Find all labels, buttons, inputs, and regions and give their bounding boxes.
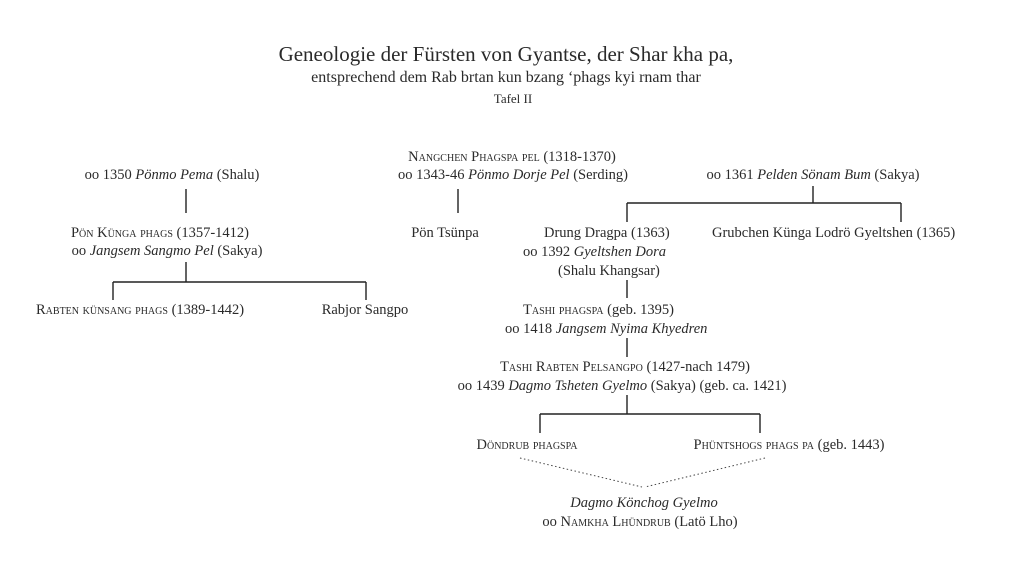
person-name: Rabjor Sangpo: [321, 302, 409, 318]
spouse-origin: (Shalu): [216, 167, 260, 183]
marriage-year: 1361: [724, 167, 754, 183]
marriage-nangchen-1: oo 1350 Pönmo Pema (Shalu): [85, 166, 260, 184]
plate-label: Tafel II: [493, 91, 533, 106]
spouse-name: Pönmo Dorje Pel: [468, 167, 570, 183]
person-name: Phüntshogs phags pa: [693, 437, 815, 453]
person-name: Tashi Rabten Pelsangpo: [500, 359, 643, 375]
spouse-origin: (Sakya): [217, 243, 263, 259]
person-rabjor: Rabjor Sangpo: [322, 301, 409, 319]
spouse-name: Pelden Sönam Bum: [757, 167, 871, 183]
marriage-tashi-phagspa: oo 1418 Jangsem Nyima Khyedren: [505, 320, 707, 338]
person-dates: (1389-1442): [171, 302, 245, 318]
person-dates: (geb. 1443): [817, 437, 885, 453]
marriage-symbol: oo: [505, 321, 520, 337]
spouse-name: Jangsem Sangmo Pel: [89, 243, 214, 259]
marriage-symbol: oo: [84, 167, 100, 183]
marriage-year: 1343-46: [416, 167, 465, 183]
marriage-drung-dragpa: oo 1392 Gyeltshen Dora: [523, 243, 666, 261]
person-name: Nangchen Phagspa pel: [408, 149, 540, 165]
person-phuntshogs: Phüntshogs phags pa (geb. 1443): [694, 436, 885, 454]
spouse-name: Pönmo Pema: [135, 167, 214, 183]
person-name: Tashi phagspa: [523, 302, 604, 318]
spouse-origin-drung-dragpa: (Shalu Khangsar): [558, 263, 660, 279]
spouse-origin: (Latö Lho): [674, 514, 738, 530]
marriage-dagmo: oo Namkha Lhündrub (Latö Lho): [542, 513, 737, 531]
marriage-symbol: oo: [457, 378, 473, 394]
marriage-year: 1392: [541, 244, 571, 260]
person-name: Rabten künsang phags: [36, 302, 168, 318]
spouse-dates: (geb. ca. 1421): [699, 378, 787, 394]
marriage-nangchen-2: oo 1343-46 Pönmo Dorje Pel (Serding): [398, 166, 628, 184]
person-dagmo: Dagmo Könchog Gyelmo: [570, 494, 717, 512]
marriage-tashi-rabten: oo 1439 Dagmo Tsheten Gyelmo (Sakya) (ge…: [458, 377, 787, 395]
marriage-symbol: oo: [398, 167, 413, 183]
person-pon-tsunpa: Pön Tsünpa: [411, 224, 479, 242]
marriage-nangchen-3: oo 1361 Pelden Sönam Bum (Sakya): [706, 166, 919, 184]
spouse-name: Gyeltshen Dora: [573, 244, 666, 260]
marriage-year: 1418: [523, 321, 553, 337]
page-subtitle: entsprechend dem Rab brtan kun bzang ‘ph…: [311, 69, 701, 86]
marriage-symbol: oo: [71, 243, 87, 259]
person-grubchen: Grubchen Künga Lodrö Gyeltshen (1365): [712, 224, 955, 242]
marriage-symbol: oo: [706, 167, 721, 183]
person-name: Dagmo Könchog Gyelmo: [570, 495, 718, 511]
spouse-origin: (Sakya): [650, 378, 696, 394]
person-name: Döndrub phagspa: [476, 437, 578, 453]
person-dates: (1357-1412): [176, 225, 250, 241]
person-name: Drung Dragpa: [544, 225, 628, 241]
page-title: Geneologie der Fürsten von Gyantse, der …: [278, 42, 734, 66]
spouse-name: Namkha Lhündrub: [560, 514, 671, 530]
dotted-connector-line: [644, 457, 766, 488]
spouse-name: Dagmo Tsheten Gyelmo: [508, 378, 648, 394]
person-dates: (1363): [630, 225, 670, 241]
person-name: Pön Tsünpa: [411, 225, 479, 241]
dotted-connector-line: [519, 457, 643, 488]
person-drung-dragpa: Drung Dragpa (1363): [544, 224, 670, 242]
spouse-origin: (Serding): [573, 167, 628, 183]
person-name: Grubchen Künga Lodrö Gyeltshen: [712, 225, 913, 241]
spouse-name: Jangsem Nyima Khyedren: [555, 321, 708, 337]
person-dates: (1427-nach 1479): [646, 359, 750, 375]
marriage-year: 1350: [102, 167, 132, 183]
person-dates: (geb. 1395): [607, 302, 674, 318]
spouse-origin: (Sakya): [874, 167, 920, 183]
marriage-year: 1439: [475, 378, 505, 394]
person-nangchen: Nangchen Phagspa pel (1318-1370): [408, 148, 616, 166]
person-pon-kunga: Pön Künga phags (1357-1412): [71, 224, 249, 242]
person-dondrub: Döndrub phagspa: [477, 436, 578, 454]
marriage-symbol: oo: [542, 514, 557, 530]
marriage-symbol: oo: [523, 244, 538, 260]
person-dates: (1365): [916, 225, 956, 241]
person-dates: (1318-1370): [543, 149, 616, 165]
person-rabten: Rabten künsang phags (1389-1442): [36, 301, 244, 319]
marriage-pon-kunga: oo Jangsem Sangmo Pel (Sakya): [72, 242, 263, 260]
person-tashi-rabten: Tashi Rabten Pelsangpo (1427-nach 1479): [500, 358, 750, 376]
person-tashi-phagspa: Tashi phagspa (geb. 1395): [523, 301, 674, 319]
person-name: Pön Künga phags: [70, 225, 173, 241]
